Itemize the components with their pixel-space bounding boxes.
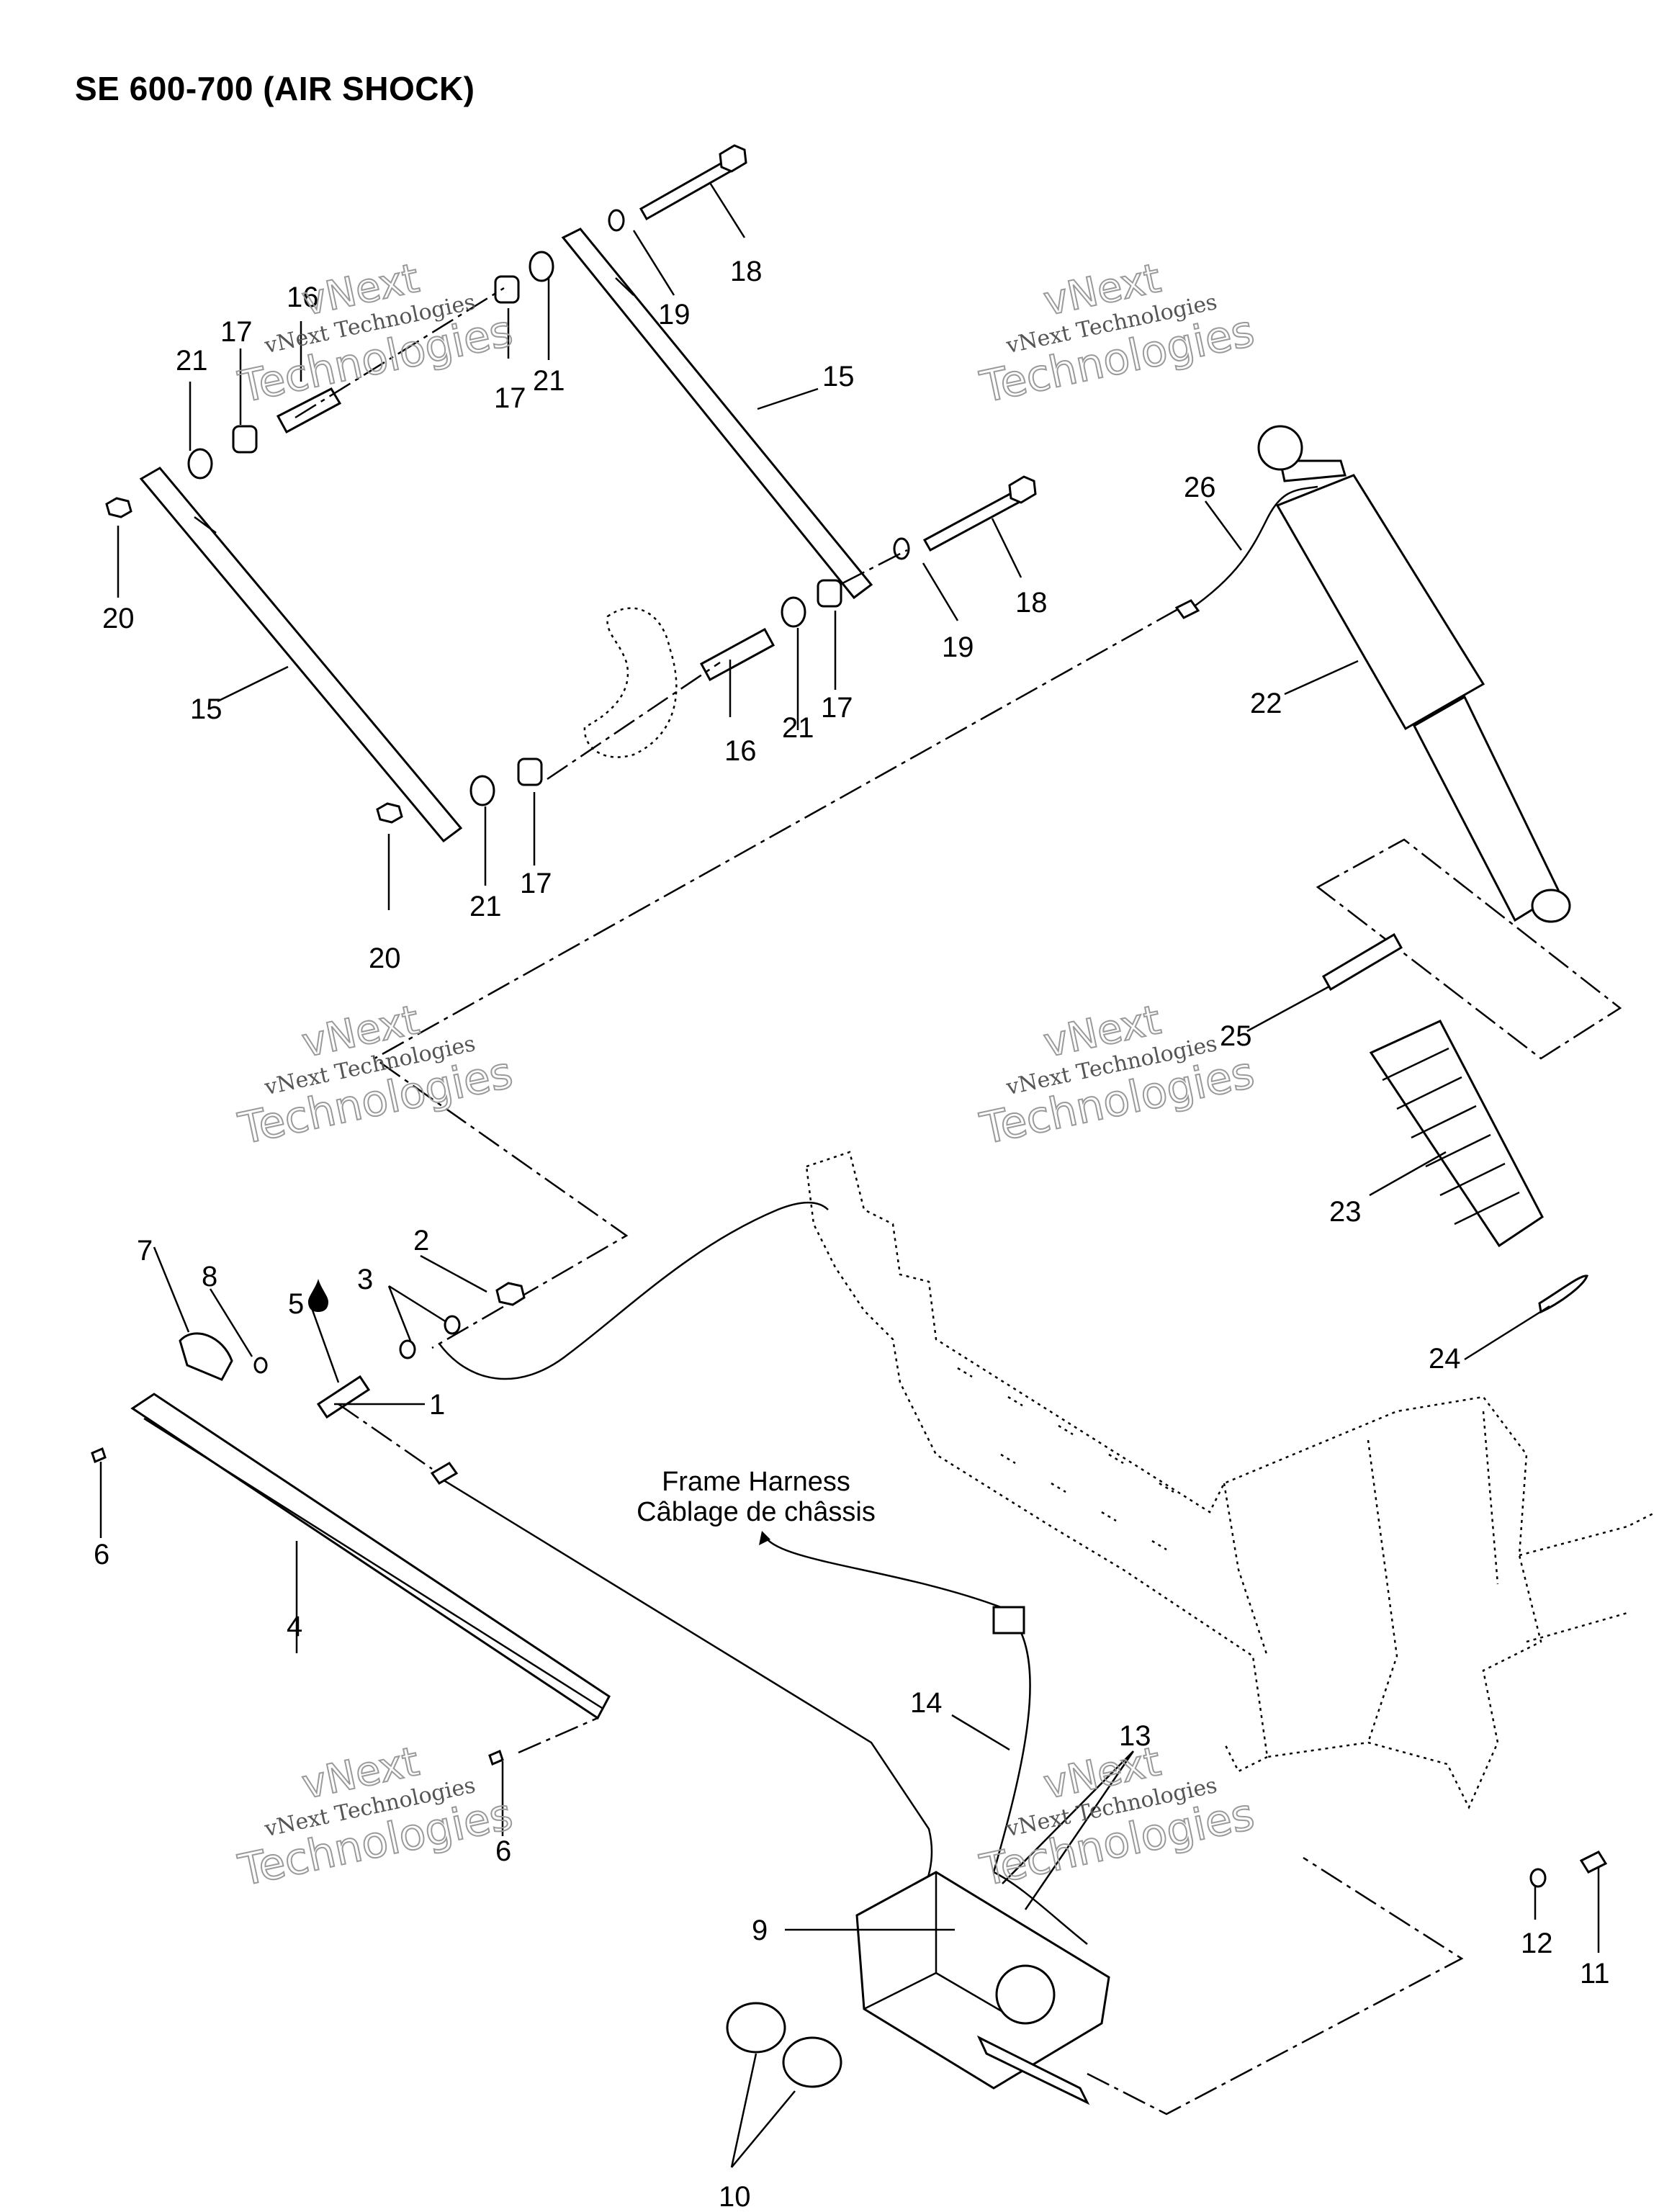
left-arm[interactable] [139, 467, 463, 843]
compressor-assembly [726, 1606, 1464, 2116]
watermark-5: vNext vNext Technologies Technologies [233, 1737, 518, 1897]
frame-reference [805, 1151, 1657, 1809]
callout-24[interactable]: 24 [1429, 1343, 1461, 1375]
callout-22[interactable]: 22 [1250, 688, 1282, 719]
callout-11[interactable]: 11 [1580, 1958, 1610, 1990]
callout-17a[interactable]: 17 [220, 316, 253, 348]
callout-26[interactable]: 26 [1184, 472, 1216, 503]
bushing-17c[interactable] [817, 579, 842, 608]
watermarks: vNext vNext Technologies Technologies vN… [233, 254, 1259, 1897]
spacer-lower[interactable] [699, 627, 775, 682]
washer-21d[interactable] [469, 775, 495, 806]
callout-21d[interactable]: 21 [469, 891, 502, 922]
callout-16a[interactable]: 16 [287, 282, 319, 313]
watermark-3: vNext vNext Technologies Technologies [233, 996, 518, 1155]
shock-body[interactable] [1275, 474, 1485, 731]
washer-19-lower[interactable] [893, 537, 910, 560]
page-title: SE 600-700 (AIR SHOCK) [75, 70, 475, 107]
screw-6a[interactable] [91, 1447, 107, 1464]
upper-linkage [105, 144, 1037, 843]
right-arm[interactable] [561, 228, 873, 600]
clip[interactable] [1538, 1274, 1588, 1314]
assembly-line-main [372, 608, 1179, 1349]
bolt-upper[interactable] [639, 158, 735, 221]
bolt-11[interactable] [1579, 1851, 1608, 1874]
fitting-nut[interactable] [495, 1282, 526, 1306]
callout-5[interactable]: 5 [288, 1288, 304, 1320]
callout-18a[interactable]: 18 [730, 256, 763, 287]
swing-arm-reference [583, 607, 678, 758]
clamp-b[interactable] [782, 2036, 842, 2088]
callout-25[interactable]: 25 [1220, 1020, 1252, 1052]
washer-12[interactable] [1529, 1868, 1547, 1888]
callout-15b[interactable]: 15 [822, 361, 855, 392]
callout-leaders [99, 182, 1600, 2168]
callout-4[interactable]: 4 [287, 1611, 302, 1642]
bushing-17a[interactable] [232, 425, 258, 454]
callout-21b[interactable]: 21 [533, 365, 565, 397]
callout-23[interactable]: 23 [1329, 1196, 1362, 1228]
harness-connector[interactable] [992, 1606, 1025, 1635]
callout-1[interactable]: 1 [429, 1389, 445, 1421]
air-line[interactable] [438, 1201, 829, 1380]
callout-8[interactable]: 8 [202, 1261, 217, 1292]
washer-21a[interactable] [187, 448, 213, 480]
bushing-17d[interactable] [517, 757, 543, 786]
boot-bellows[interactable] [1369, 1020, 1544, 1248]
callout-6a[interactable]: 6 [94, 1539, 109, 1570]
watermark-2: vNext vNext Technologies Technologies [975, 254, 1259, 413]
callout-2[interactable]: 2 [413, 1225, 429, 1256]
callout-17d[interactable]: 17 [520, 868, 552, 899]
washer-21b[interactable] [529, 251, 554, 282]
callout-14[interactable]: 14 [910, 1687, 943, 1719]
frame-harness-label-en: Frame Harness [662, 1467, 850, 1497]
elbow-fitting[interactable] [316, 1375, 371, 1419]
air-shock-assembly [1174, 425, 1622, 1314]
callout-7[interactable]: 7 [137, 1235, 153, 1267]
screw-6b[interactable] [488, 1749, 504, 1766]
frame-harness-label-fr: Câblage de châssis [637, 1497, 876, 1527]
callout-3[interactable]: 3 [357, 1264, 373, 1295]
rail-cover[interactable] [130, 1393, 611, 1720]
callout-21c[interactable]: 21 [782, 712, 814, 744]
callout-16b[interactable]: 16 [724, 735, 757, 767]
callout-20b[interactable]: 20 [369, 943, 401, 974]
lower-left-parts [91, 1201, 933, 1902]
callouts: 1 2 3 4 5 6 6 7 8 9 10 11 12 13 14 15 15… [94, 256, 1610, 2212]
callout-6b[interactable]: 6 [495, 1835, 511, 1867]
nut-upper[interactable] [105, 497, 132, 518]
callout-20a[interactable]: 20 [102, 603, 135, 634]
callout-12[interactable]: 12 [1521, 1928, 1553, 1959]
callout-19b[interactable]: 19 [942, 631, 974, 663]
shock-bottom-eye[interactable] [1531, 889, 1571, 923]
callout-19a[interactable]: 19 [658, 299, 691, 331]
callout-17b[interactable]: 17 [494, 382, 526, 414]
washer-8[interactable] [253, 1357, 268, 1374]
shock-top-eye[interactable] [1257, 425, 1303, 471]
watermark-4: vNext vNext Technologies Technologies [975, 996, 1259, 1155]
lever[interactable] [179, 1332, 233, 1381]
bolt-lower[interactable] [922, 489, 1023, 552]
callout-21a[interactable]: 21 [176, 345, 208, 377]
callout-9[interactable]: 9 [752, 1915, 768, 1946]
washer-3a[interactable] [444, 1315, 461, 1335]
clamp-a[interactable] [726, 2002, 786, 2054]
callout-13[interactable]: 13 [1119, 1720, 1151, 1752]
washer-19-upper[interactable] [608, 209, 625, 232]
washer-3b[interactable] [399, 1339, 416, 1359]
nut-lower[interactable] [376, 802, 403, 824]
air-hose[interactable] [1187, 485, 1318, 612]
callout-18b[interactable]: 18 [1015, 587, 1048, 619]
callout-10[interactable]: 10 [719, 2181, 751, 2212]
washer-21c[interactable] [781, 596, 806, 628]
air-valve[interactable] [1321, 932, 1403, 992]
callout-15a[interactable]: 15 [190, 693, 222, 725]
shock-rod[interactable] [1413, 695, 1561, 922]
watermark-1: vNext vNext Technologies Technologies [233, 254, 518, 413]
oil-drop-icon [308, 1279, 328, 1312]
callout-17c[interactable]: 17 [821, 692, 853, 724]
compressor[interactable] [855, 1871, 1110, 2090]
bushing-17b[interactable] [494, 275, 520, 304]
